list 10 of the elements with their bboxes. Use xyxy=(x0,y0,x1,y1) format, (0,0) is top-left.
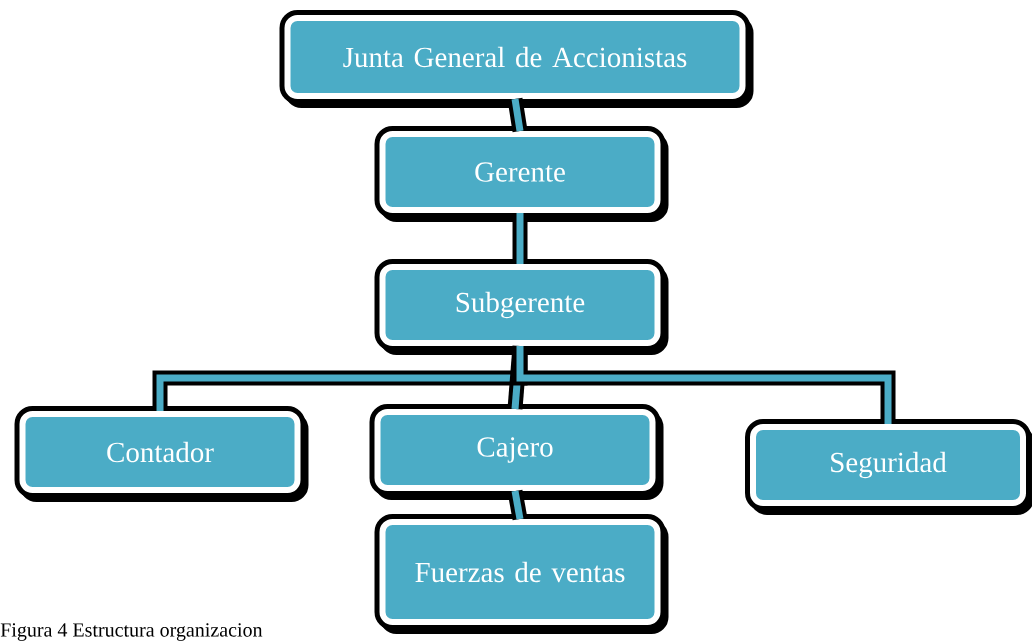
org-box: Contador xyxy=(14,406,309,502)
org-box: Gerente xyxy=(374,126,669,222)
connector-line xyxy=(507,97,528,133)
org-box: Fuerzas de ventas xyxy=(374,514,669,634)
org-box: Subgerente xyxy=(374,259,669,355)
figure-caption: Figura 4 Estructura organizacion xyxy=(0,623,263,641)
org-box: Cajero xyxy=(369,404,664,500)
org-box: Junta General de Accionistas xyxy=(279,10,754,108)
org-box: Seguridad xyxy=(745,419,1032,515)
connector-line xyxy=(507,489,528,521)
